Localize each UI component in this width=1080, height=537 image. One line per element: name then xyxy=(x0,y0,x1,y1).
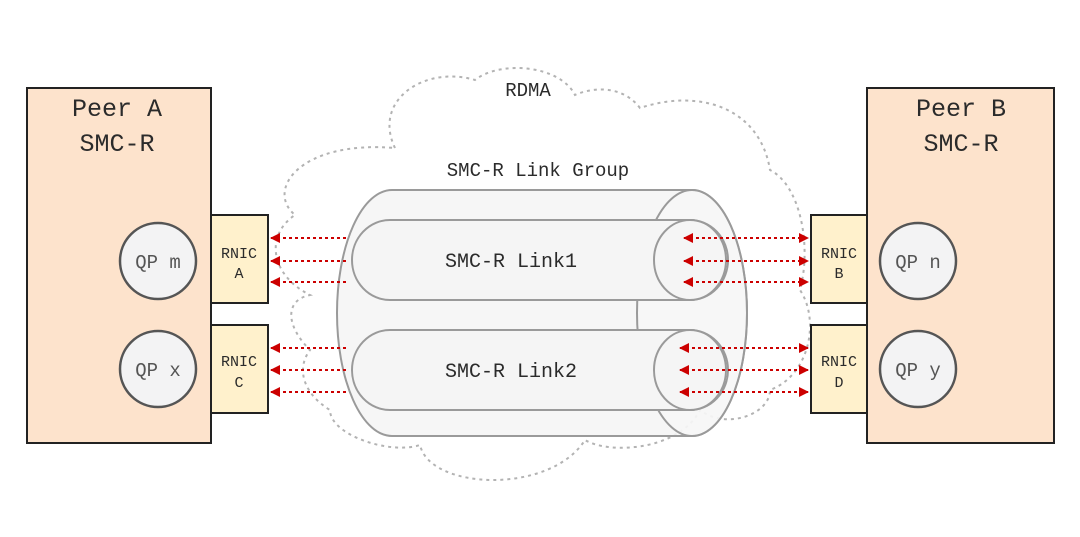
peer-a-subtitle: SMC-R xyxy=(79,130,154,159)
rnic-c-line1: RNIC xyxy=(221,354,257,371)
qp-m-label: QP m xyxy=(135,252,181,274)
qp-x-circle xyxy=(118,329,198,409)
qp-x-label: QP x xyxy=(135,360,181,382)
peer-a-title: Peer A xyxy=(72,95,162,124)
peer-a: Peer A SMC-R QP m QP x xyxy=(26,87,212,444)
rnic-d-line2: D xyxy=(834,375,843,392)
qp-y-label: QP y xyxy=(895,360,941,382)
rnic-d: RNIC D xyxy=(810,324,868,414)
right-arrows xyxy=(679,233,809,397)
rnic-a: RNIC A xyxy=(210,214,269,304)
rnic-a-line2: A xyxy=(234,266,243,283)
rnic-b-line1: RNIC xyxy=(821,246,857,263)
peer-b: Peer B SMC-R QP n QP y xyxy=(866,87,1055,444)
peer-b-subtitle: SMC-R xyxy=(923,130,998,159)
link-group-label: SMC-R Link Group xyxy=(447,160,629,182)
peer-b-title: Peer B xyxy=(916,95,1006,124)
rnic-b: RNIC B xyxy=(810,214,868,304)
rnic-b-line2: B xyxy=(834,266,843,283)
rdma-label: RDMA xyxy=(505,80,551,102)
rnic-a-line1: RNIC xyxy=(221,246,257,263)
link1-label: SMC-R Link1 xyxy=(445,251,577,274)
qp-y-circle xyxy=(878,329,958,409)
qp-n-label: QP n xyxy=(895,252,941,274)
rnic-c: RNIC C xyxy=(210,324,269,414)
link2-label: SMC-R Link2 xyxy=(445,361,577,384)
qp-m-circle xyxy=(118,221,198,301)
rnic-c-line2: C xyxy=(234,375,243,392)
qp-n-circle xyxy=(878,221,958,301)
left-arrows xyxy=(270,233,346,397)
rnic-d-line1: RNIC xyxy=(821,354,857,371)
